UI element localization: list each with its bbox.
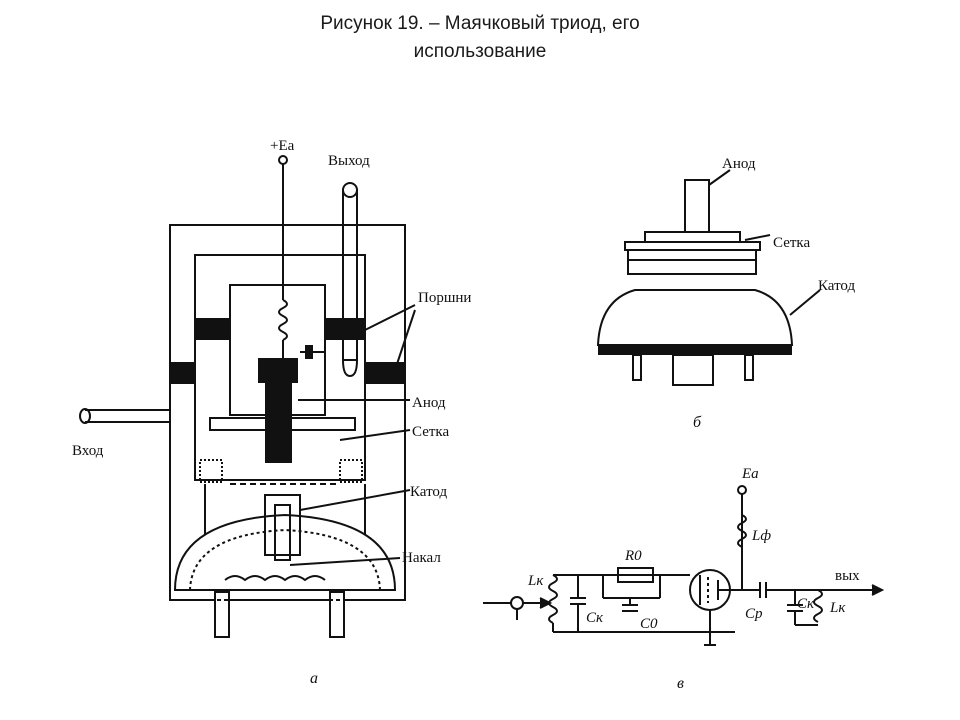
label-pistons: Поршни <box>418 290 471 306</box>
label-ck-in: Cк <box>586 610 604 626</box>
label-cathode-b: Катод <box>818 278 856 294</box>
diagram-c-labels: Eа Lф R0 Lк Cк C0 Cр Cк Lк вых в <box>527 466 860 692</box>
figure-title-line-1: Рисунок 19. – Маячковый триод, его <box>320 13 640 34</box>
label-anode-a: Анод <box>412 395 446 411</box>
label-c0: C0 <box>640 616 658 632</box>
caption-a: а <box>310 670 318 687</box>
diagram-b <box>596 169 821 386</box>
label-output: Выход <box>328 153 370 169</box>
figure-title-line-2: использование <box>413 41 547 62</box>
caption-c: в <box>677 675 684 692</box>
heater-coil <box>224 575 326 582</box>
label-grid-a: Сетка <box>412 424 449 440</box>
label-supply-c: Eа <box>741 466 759 482</box>
label-input: Вход <box>72 443 104 459</box>
label-cp: Cр <box>745 606 763 622</box>
diagram-a <box>79 155 416 638</box>
choke-coil <box>278 299 288 341</box>
label-lf: Lф <box>751 528 771 544</box>
choke-lf <box>737 514 747 548</box>
cathode-sleeve <box>264 494 301 556</box>
input-coil <box>548 574 558 624</box>
figure-title: Рисунок 19. – Маячковый триод, его испол… <box>0 10 960 66</box>
label-heater: Накал <box>402 550 441 566</box>
label-ck-out: Cк <box>797 596 815 612</box>
diagram-c <box>483 485 885 646</box>
label-lk-out: Lк <box>829 600 846 616</box>
label-r0: R0 <box>624 548 642 564</box>
label-cathode-a: Катод <box>410 484 448 500</box>
label-lk-in: Lк <box>527 573 544 589</box>
cathode-dome <box>173 513 397 591</box>
label-grid-b: Сетка <box>773 235 810 251</box>
diagram-a-labels: +Eа Выход Вход Поршни Анод Сетка Катод Н… <box>72 138 471 687</box>
anode-terminal <box>684 179 710 233</box>
grid-disk <box>209 417 356 431</box>
resistor-r0 <box>617 567 654 583</box>
label-out: вых <box>835 568 860 584</box>
caption-b: б <box>693 414 702 431</box>
diagram-b-labels: Анод Сетка Катод б <box>693 156 856 431</box>
label-supply-a: +Eа <box>270 138 295 154</box>
label-anode-b: Анод <box>722 156 756 172</box>
anode-block <box>258 358 298 383</box>
output-coil <box>813 589 823 623</box>
cathode-dome-b <box>596 289 794 346</box>
grid-disk-b <box>644 231 741 243</box>
